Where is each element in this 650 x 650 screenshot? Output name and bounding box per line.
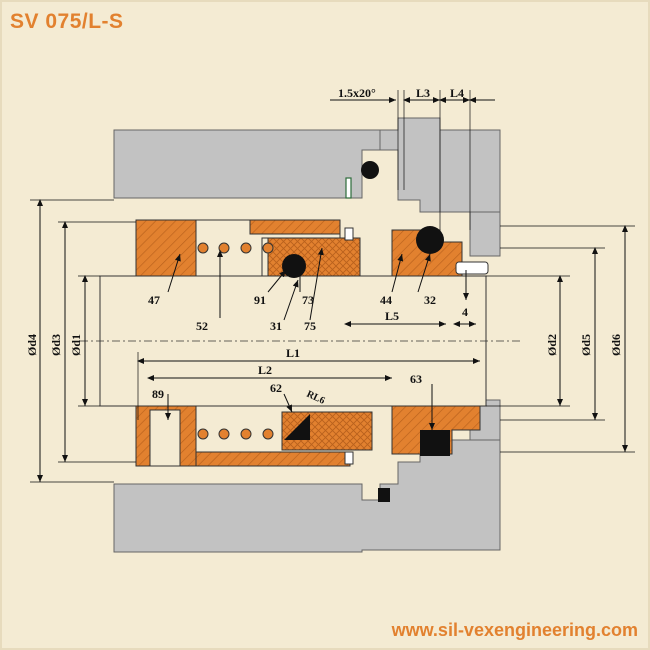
dim-d4: Ød4 bbox=[25, 334, 39, 356]
part-52: 52 bbox=[196, 319, 208, 333]
part-73: 73 bbox=[302, 293, 314, 307]
dim-l5: L5 bbox=[385, 309, 399, 323]
dim-4: 4 bbox=[462, 305, 468, 319]
website-link[interactable]: www.sil-vexengineering.com bbox=[391, 620, 638, 640]
dim-d5: Ød5 bbox=[579, 334, 593, 356]
dim-d2: Ød2 bbox=[545, 334, 559, 356]
housing-upper-left bbox=[113, 129, 381, 199]
dim-l1: L1 bbox=[286, 346, 300, 360]
housing-oring-top bbox=[361, 161, 379, 179]
dim-d6: Ød6 bbox=[609, 334, 623, 356]
dim-l3: L3 bbox=[416, 86, 430, 100]
housing-lower bbox=[113, 439, 501, 553]
oring-32 bbox=[416, 226, 444, 254]
dim-d3: Ød3 bbox=[49, 334, 63, 356]
dim-d1: Ød1 bbox=[69, 334, 83, 356]
part-32: 32 bbox=[424, 293, 436, 307]
part-62: 62 bbox=[270, 381, 282, 395]
housing-right-mid bbox=[469, 211, 501, 257]
part-89: 89 bbox=[152, 387, 164, 401]
page-title: SV 075/L-S bbox=[10, 10, 124, 33]
part-31: 31 bbox=[270, 319, 282, 333]
part-63: 63 bbox=[410, 372, 422, 386]
part-75: 75 bbox=[304, 319, 316, 333]
dim-l2: L2 bbox=[258, 363, 272, 377]
part-91: 91 bbox=[254, 293, 266, 307]
dim-chamfer: 1.5x20° bbox=[338, 86, 376, 100]
oring-91 bbox=[282, 254, 306, 278]
part-47: 47 bbox=[148, 293, 160, 307]
rotating-unit-upper bbox=[135, 219, 197, 277]
part-44: 44 bbox=[380, 293, 392, 307]
dim-l4: L4 bbox=[450, 86, 464, 100]
